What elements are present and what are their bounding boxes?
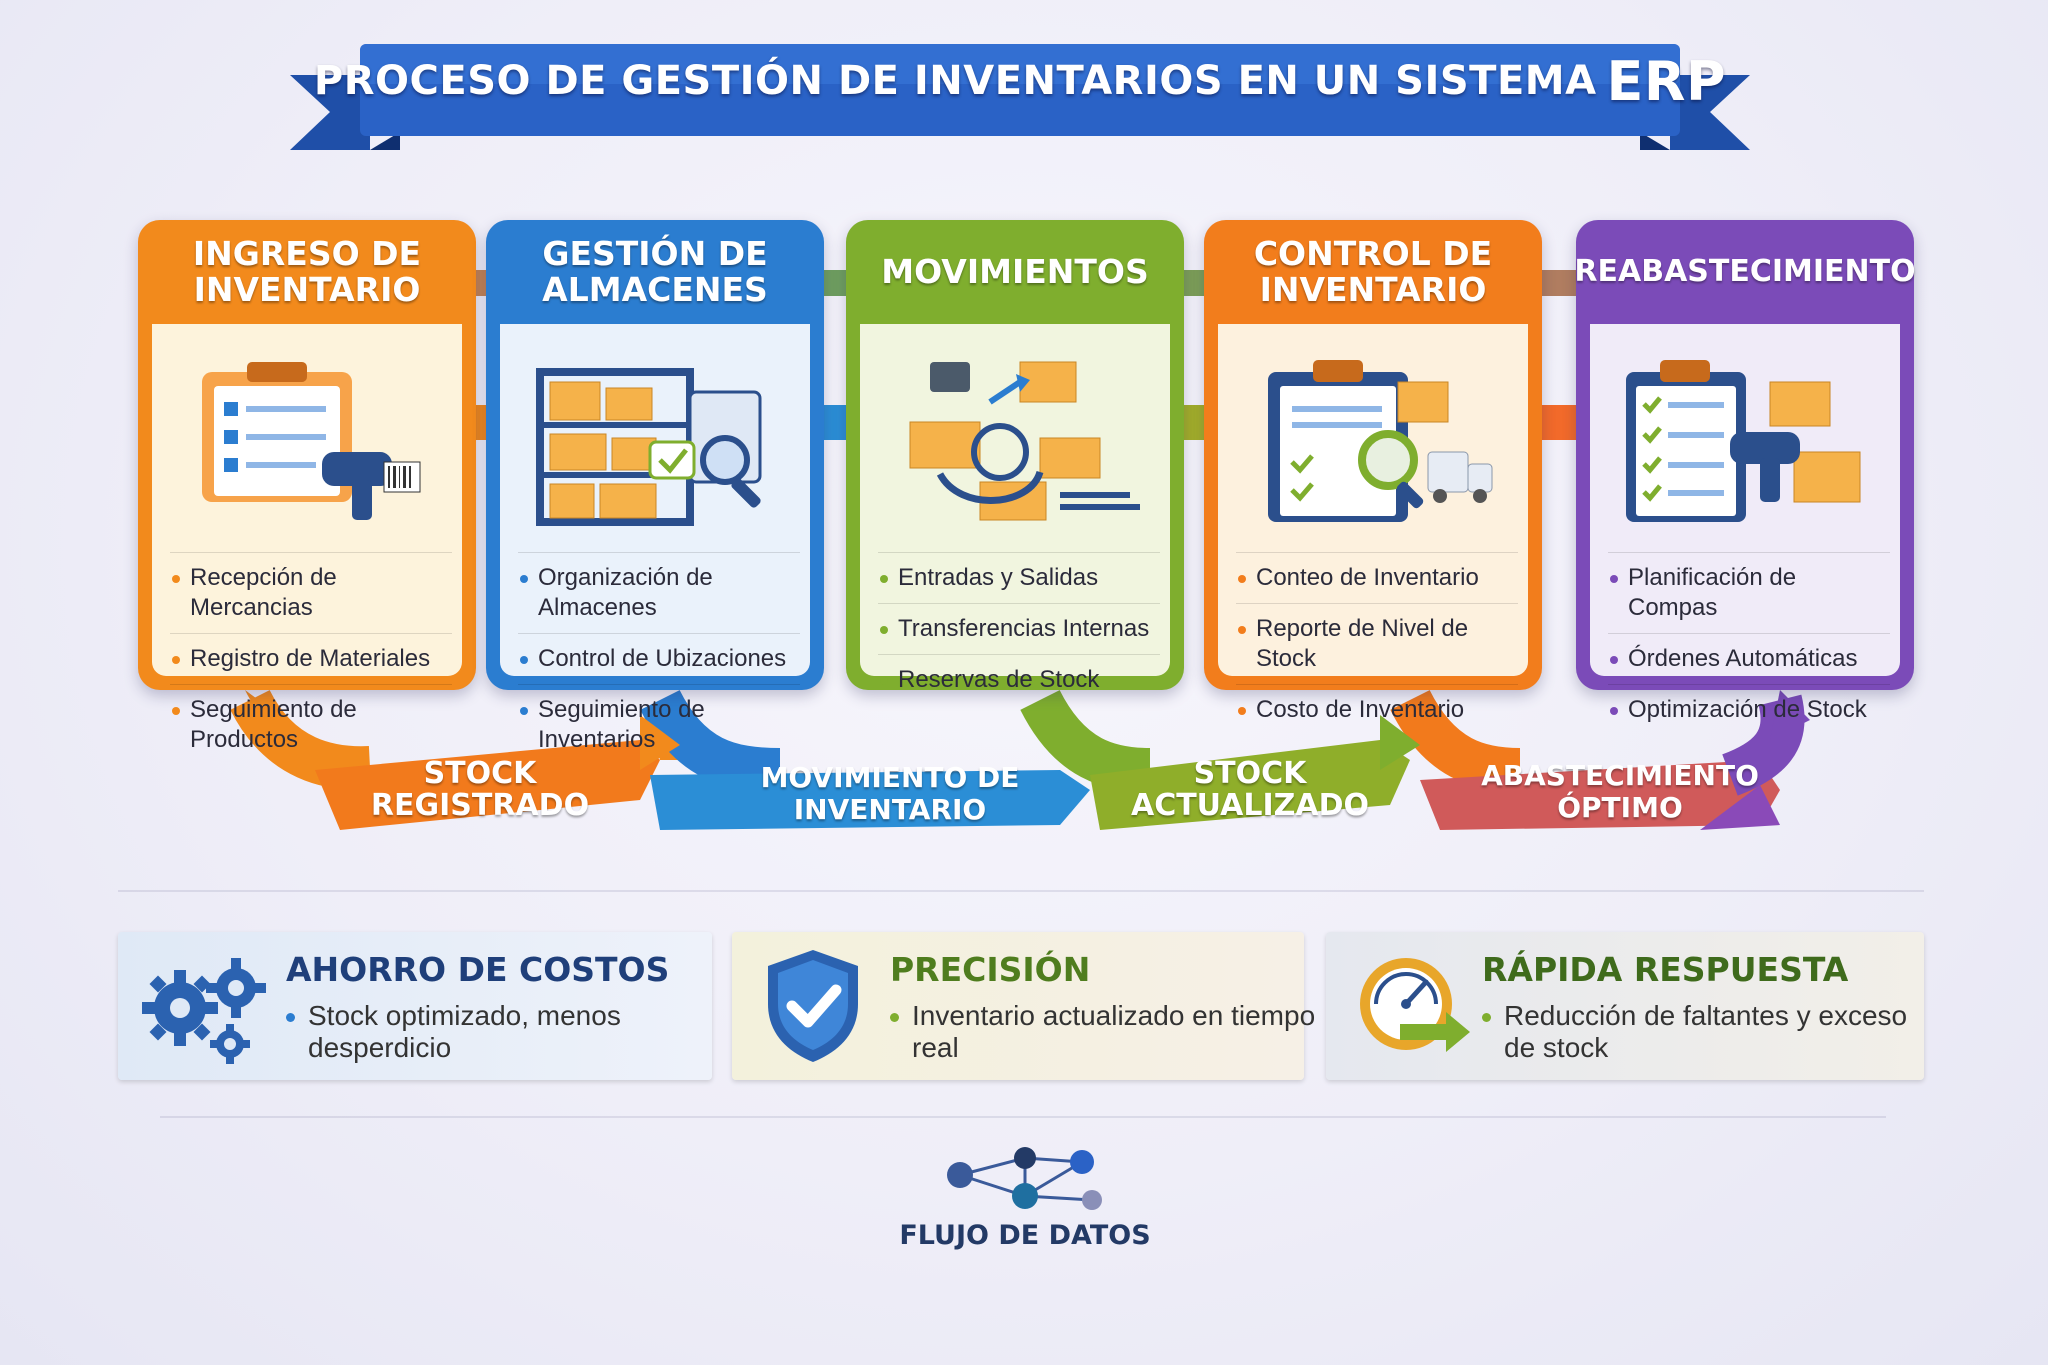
shield-check-icon — [768, 950, 858, 1062]
box-flow-icon — [909, 361, 1140, 521]
stage-body: Recepción de Mercancias Registro de Mate… — [152, 324, 462, 753]
stage-list: Entradas y Salidas Transferencias Intern… — [878, 552, 1160, 705]
clipboard-scanner-icon — [202, 362, 421, 520]
stage-body: Planificación de Compas Órdenes Automáti… — [1590, 324, 1900, 723]
benefit-title: PRECISIÓN — [890, 950, 1091, 989]
stage-heading: GESTIÓN DE ALMACENES — [542, 234, 768, 309]
list-item: Recepción de Mercancias — [170, 552, 452, 633]
clipboard-magnifier-icon — [1268, 360, 1493, 522]
outcome-stock-actualizado: STOCK ACTUALIZADO — [1130, 756, 1369, 823]
stage-card-ingreso: INGRESO DE INVENTARIO Recepción de Merca… — [138, 220, 476, 753]
list-item: Control de Ubizaciones — [518, 633, 800, 684]
outcome-movimiento-inventario: MOVIMIENTO DE INVENTARIO — [760, 761, 1020, 826]
stage-card-control: CONTROL DE INVENTARIO Conteo de Inventar… — [1204, 220, 1542, 723]
speedometer-icon — [1360, 958, 1470, 1052]
stage-body: Conteo de Inventario Reporte de Nivel de… — [1218, 324, 1528, 723]
list-item: Transferencias Internas — [878, 603, 1160, 654]
list-item: Seguimiento de Inventarios — [518, 684, 800, 765]
title-main: PROCESO DE GESTIÓN DE INVENTARIOS EN UN … — [313, 58, 1597, 104]
benefit-title: AHORRO DE COSTOS — [286, 950, 670, 989]
benefit-title: RÁPIDA RESPUESTA — [1482, 950, 1849, 989]
stage-heading: CONTROL DE INVENTARIO — [1253, 234, 1493, 309]
benefit-text: Inventario actualizado en tiempo real — [890, 1000, 1352, 1064]
gears-icon — [142, 958, 266, 1064]
benefit-text: Stock optimizado, menos desperdicio — [286, 1000, 748, 1064]
stage-card-almacenes: GESTIÓN DE ALMACENES Organización de Alm… — [486, 220, 824, 753]
benefit-text: Reducción de faltantes y exceso de stock — [1482, 1000, 1944, 1064]
divider — [118, 890, 1924, 892]
benefit-ahorro-costos: AHORRO DE COSTOS Stock optimizado, menos… — [118, 932, 712, 1080]
list-item: Costo de Inventario — [1236, 684, 1518, 735]
title-highlight: ERP — [1606, 49, 1727, 113]
outcome-stock-registrado: STOCK REGISTRADO — [370, 756, 590, 823]
list-item: Órdenes Automáticas — [1608, 633, 1890, 684]
stage-list: Organización de Almacenes Control de Ubi… — [518, 552, 800, 765]
stage-card-movimientos: MOVIMIENTOS Entradas y Salidas Transfere… — [846, 220, 1184, 693]
list-item: Reservas de Stock — [878, 654, 1160, 705]
stage-list: Recepción de Mercancias Registro de Mate… — [170, 552, 452, 765]
checklist-scanner-icon — [1626, 360, 1861, 522]
footer-label: FLUJO DE DATOS — [899, 1220, 1151, 1251]
stage-body: Organización de Almacenes Control de Ubi… — [500, 324, 810, 753]
page-title: PROCESO DE GESTIÓN DE INVENTARIOS EN UN … — [314, 46, 1726, 116]
stage-heading: INGRESO DE INVENTARIO — [192, 234, 422, 309]
outcome-abastecimiento-optimo: ABASTECIMIENTO ÓPTIMO — [1481, 759, 1759, 824]
stage-card-reabastecimiento: REABASTECIMIENTO Planificación de Compas… — [1574, 220, 1916, 723]
list-item: Reporte de Nivel de Stock — [1236, 603, 1518, 684]
warehouse-shelf-icon — [536, 368, 762, 526]
stage-body: Entradas y Salidas Transferencias Intern… — [860, 324, 1170, 693]
title-banner — [290, 44, 1750, 150]
benefit-rapida-respuesta: RÁPIDA RESPUESTA Reducción de faltantes … — [1326, 932, 1924, 1080]
data-network-icon — [947, 1147, 1102, 1210]
benefit-precision: PRECISIÓN Inventario actualizado en tiem… — [732, 932, 1315, 1080]
list-item: Entradas y Salidas — [878, 552, 1160, 603]
stage-heading: REABASTECIMIENTO — [1574, 254, 1916, 289]
stage-heading: MOVIMIENTOS — [881, 252, 1149, 291]
list-item: Seguimiento de Productos — [170, 684, 452, 765]
list-item: Conteo de Inventario — [1236, 552, 1518, 603]
list-item: Organización de Almacenes — [518, 552, 800, 633]
stage-list: Planificación de Compas Órdenes Automáti… — [1608, 552, 1890, 735]
list-item: Planificación de Compas — [1608, 552, 1890, 633]
stage-list: Conteo de Inventario Reporte de Nivel de… — [1236, 552, 1518, 735]
list-item: Registro de Materiales — [170, 633, 452, 684]
divider — [160, 1116, 1886, 1118]
list-item: Optimización de Stock — [1608, 684, 1890, 735]
